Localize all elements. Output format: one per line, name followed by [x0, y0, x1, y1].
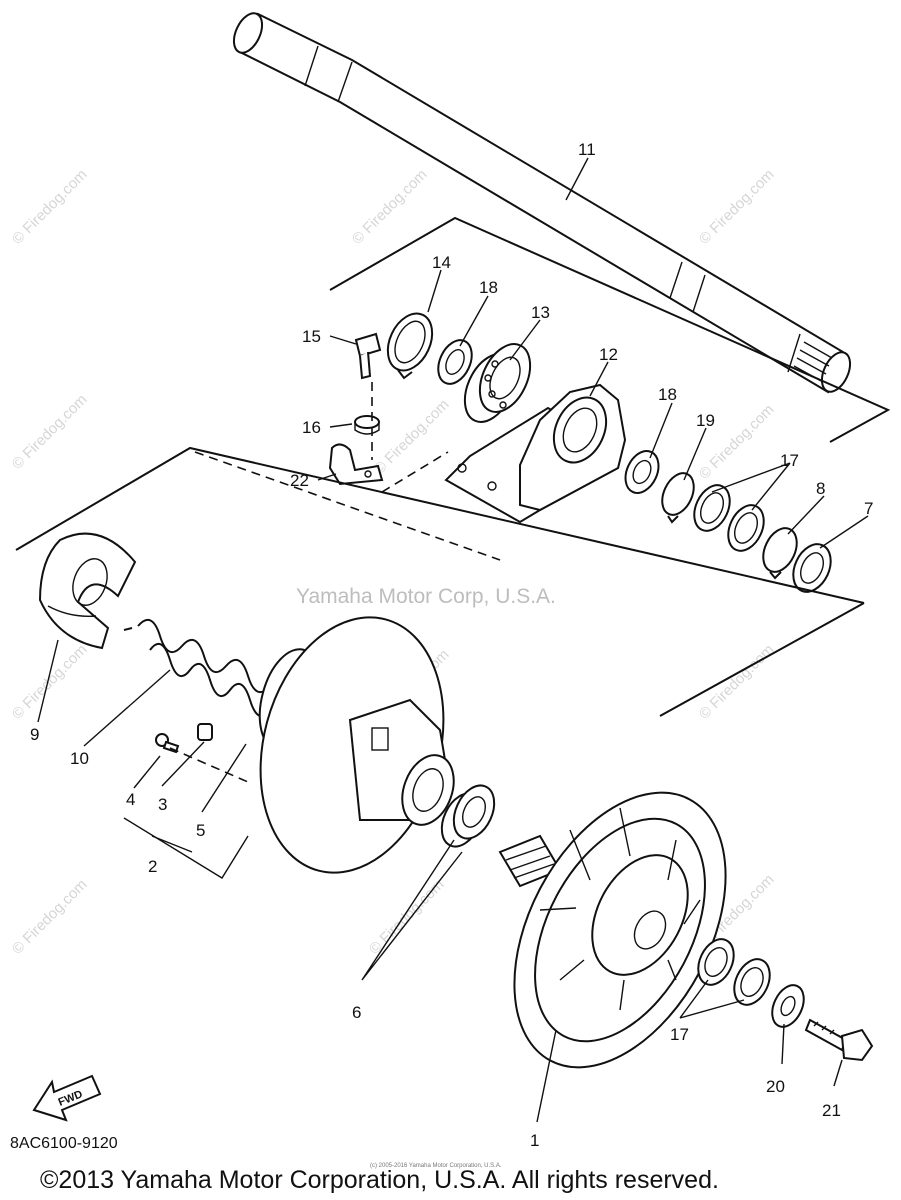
- part-5-movable-sheave: [258, 616, 455, 874]
- watermark: © Firedog.com: [371, 396, 453, 478]
- watermark: © Firedog.com: [9, 166, 91, 248]
- part-14-circlip: [386, 312, 434, 380]
- callout-14: 14: [432, 253, 451, 272]
- part-18-washer-upper: [437, 339, 473, 385]
- housing-guide-line: [381, 451, 449, 493]
- part-17-shim-lower-b: [733, 958, 771, 1006]
- callout-10: 10: [70, 749, 89, 768]
- callout-11: 11: [578, 140, 596, 159]
- leader-lines: [37, 157, 869, 1123]
- callout-18: 18: [658, 385, 677, 404]
- watermark: © Firedog.com: [366, 876, 448, 958]
- part-8-circlip: [762, 527, 798, 580]
- callout-20: 20: [766, 1077, 785, 1096]
- center-watermark: Yamaha Motor Corp, U.S.A.: [296, 585, 556, 608]
- part-20-washer: [771, 984, 805, 1028]
- watermark: © Firedog.com: [9, 641, 91, 723]
- callout-2: 2: [148, 857, 157, 876]
- callout-1: 1: [530, 1131, 539, 1150]
- outline-dash: [194, 451, 501, 561]
- callout-21: 21: [822, 1101, 841, 1120]
- callout-7: 7: [864, 499, 873, 518]
- callout-4: 4: [126, 790, 135, 809]
- part-17-shim-lower-a: [697, 938, 735, 986]
- callout-9: 9: [30, 725, 39, 744]
- part-13-bearing: [463, 343, 532, 423]
- callout-8: 8: [816, 479, 825, 498]
- part-15-bolt: [354, 332, 382, 380]
- watermark: © Firedog.com: [9, 391, 91, 473]
- part-12-bearing-housing: [444, 383, 627, 524]
- part-19-circlip: [661, 472, 695, 524]
- part-3-slider: [197, 723, 213, 741]
- part-1-fixed-sheave: [498, 791, 727, 1069]
- callout-22: 22: [290, 471, 309, 490]
- callout-5: 5: [196, 821, 205, 840]
- diagram-id: 8AC6100-9120: [10, 1135, 118, 1152]
- callout-18: 18: [479, 278, 498, 297]
- callout-16: 16: [302, 418, 321, 437]
- watermark: © Firedog.com: [9, 876, 91, 958]
- callout-19: 19: [696, 411, 715, 430]
- callout-6: 6: [352, 1003, 361, 1022]
- part-22-clamp: [328, 443, 384, 486]
- shaft-group-outline: [329, 216, 891, 443]
- part-7-washer: [792, 543, 832, 593]
- clutch-group-outline: [15, 446, 865, 717]
- fine-print: (c) 2005-2016 Yamaha Motor Corporation, …: [370, 1163, 502, 1169]
- part-21-bolt: [804, 1018, 874, 1062]
- part-11-shaft: [232, 12, 852, 394]
- callout-17: 17: [670, 1025, 689, 1044]
- watermark: © Firedog.com: [349, 166, 431, 248]
- part-17-shim-upper-a: [693, 484, 731, 532]
- callout-17: 17: [780, 451, 799, 470]
- part-17-shim-upper-b: [727, 504, 765, 552]
- part-18-washer-lower: [624, 450, 660, 494]
- watermark: © Firedog.com: [696, 166, 778, 248]
- part-9-cam: [38, 532, 137, 650]
- callout-3: 3: [158, 795, 167, 814]
- copyright-notice: ©2013 Yamaha Motor Corporation, U.S.A. A…: [40, 1166, 719, 1194]
- callout-13: 13: [531, 303, 550, 322]
- part-6-collars: [440, 784, 496, 848]
- fwd-arrow-icon: FWD: [32, 1074, 102, 1122]
- callout-labels: 11 14 18 13 12 15 16 22 18 19 17 8 7 9 1…: [30, 140, 873, 1150]
- callout-15: 15: [302, 327, 321, 346]
- part-16-nut: [354, 415, 380, 435]
- callout-12: 12: [599, 345, 618, 364]
- watermark: © Firedog.com: [696, 641, 778, 723]
